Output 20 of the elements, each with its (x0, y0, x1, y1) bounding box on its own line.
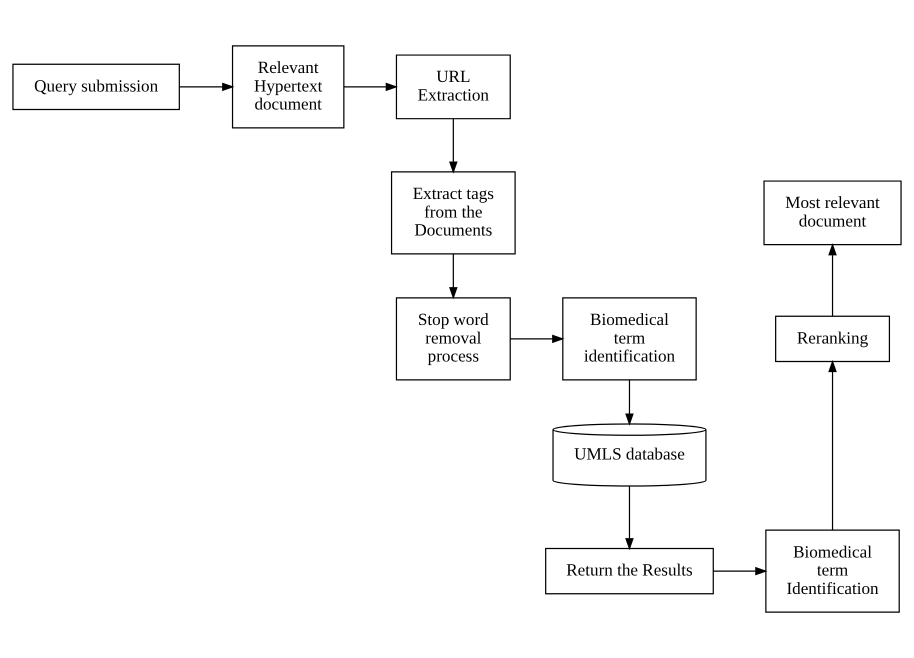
arrow (625, 380, 634, 426)
arrow (510, 334, 564, 344)
arrow (449, 118, 458, 174)
node-box: Relevant Hypertext document (232, 45, 344, 128)
node-box: Extract tags from the Documents (390, 171, 516, 254)
node-box: Reranking (775, 316, 890, 362)
arrow (179, 82, 234, 92)
arrow (714, 566, 768, 576)
node-box: Query submission (12, 64, 180, 110)
node-box: URL Extraction (396, 54, 511, 120)
arrow (449, 254, 458, 300)
node-box: Biomedical term identification (562, 297, 697, 380)
arrow (828, 243, 837, 316)
node-box: Return the Results (545, 548, 714, 594)
arrow (625, 486, 634, 550)
node-box: Biomedical term Identification (765, 530, 900, 613)
node-box: Most relevant document (763, 180, 902, 246)
node-box: Stop word removal process (396, 297, 511, 380)
arrow (344, 82, 398, 92)
arrow (828, 360, 837, 530)
